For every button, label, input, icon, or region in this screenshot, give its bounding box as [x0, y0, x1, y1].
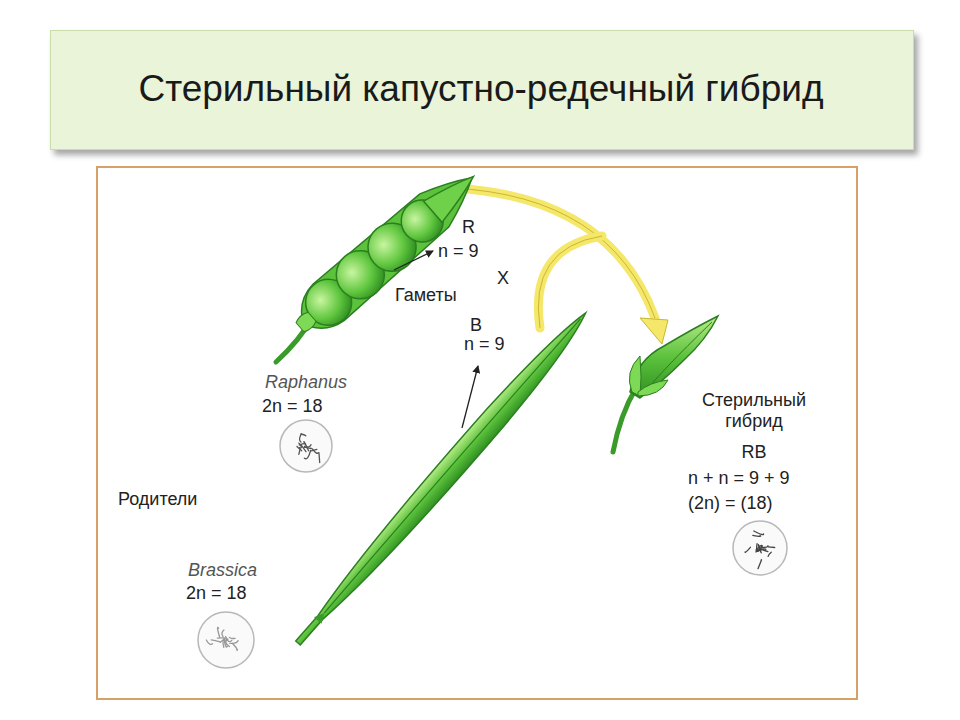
chromosome [757, 544, 758, 552]
slide-title: Стерильный капустно-редечный гибрид [50, 30, 912, 148]
brassica-pod [289, 305, 596, 651]
diagram-label: Родители [118, 489, 197, 510]
chromosome [211, 640, 220, 642]
chromosome [760, 548, 768, 551]
diagram-label: (2n) = (18) [688, 493, 773, 514]
chromosome [753, 535, 761, 537]
raphanus-pod [284, 158, 489, 345]
chromosome [300, 434, 302, 442]
diagram-label: n = 9 [464, 334, 505, 355]
cross-arrowhead [640, 318, 668, 344]
diagram-label: 2n = 18 [186, 583, 247, 604]
chromosome [226, 641, 230, 647]
cross-arrow-edge [452, 188, 655, 318]
chromosome [217, 627, 219, 637]
chromosome-sets [198, 420, 787, 668]
chromosome [229, 637, 235, 638]
chromosome [230, 641, 238, 644]
chromosome [745, 547, 750, 552]
diagram-label: RB [672, 442, 836, 463]
chromosome [318, 453, 320, 463]
chromosome [299, 447, 300, 454]
chromosome [311, 449, 317, 451]
diagram-label: X [497, 268, 509, 289]
leader-arrow [462, 366, 478, 428]
diagram-label: B [470, 315, 482, 336]
sterile-hybrid-bud [613, 316, 718, 452]
chromosome [222, 630, 224, 637]
diagram-label: n + n = 9 + 9 [688, 468, 790, 489]
cross-arrow-edge [538, 236, 602, 328]
chromosome [304, 445, 311, 448]
diagram-label: R [462, 217, 475, 238]
chromosome [304, 451, 310, 459]
picture-frame [97, 167, 857, 699]
chromosome [221, 639, 226, 642]
chromosome [301, 444, 306, 451]
chromosome [767, 546, 774, 548]
chromosome [223, 640, 225, 647]
chromosome [768, 552, 771, 556]
chromosome [233, 644, 238, 651]
diagram-label: n = 9 [438, 241, 479, 262]
diagram-label: Стерильный гибрид [672, 390, 836, 431]
diagram-label: Raphanus [265, 372, 347, 393]
leader-arrow [394, 251, 433, 270]
diagram-label: Гаметы [395, 285, 457, 306]
cross-arrow [452, 188, 655, 318]
chromosome [301, 434, 306, 436]
chromosome [758, 560, 761, 569]
cross-arrow [538, 236, 602, 328]
diagram-label: Brassica [188, 560, 257, 581]
chromosome [754, 531, 764, 535]
chromosome [206, 640, 212, 644]
diagram-label: 2n = 18 [262, 396, 323, 417]
